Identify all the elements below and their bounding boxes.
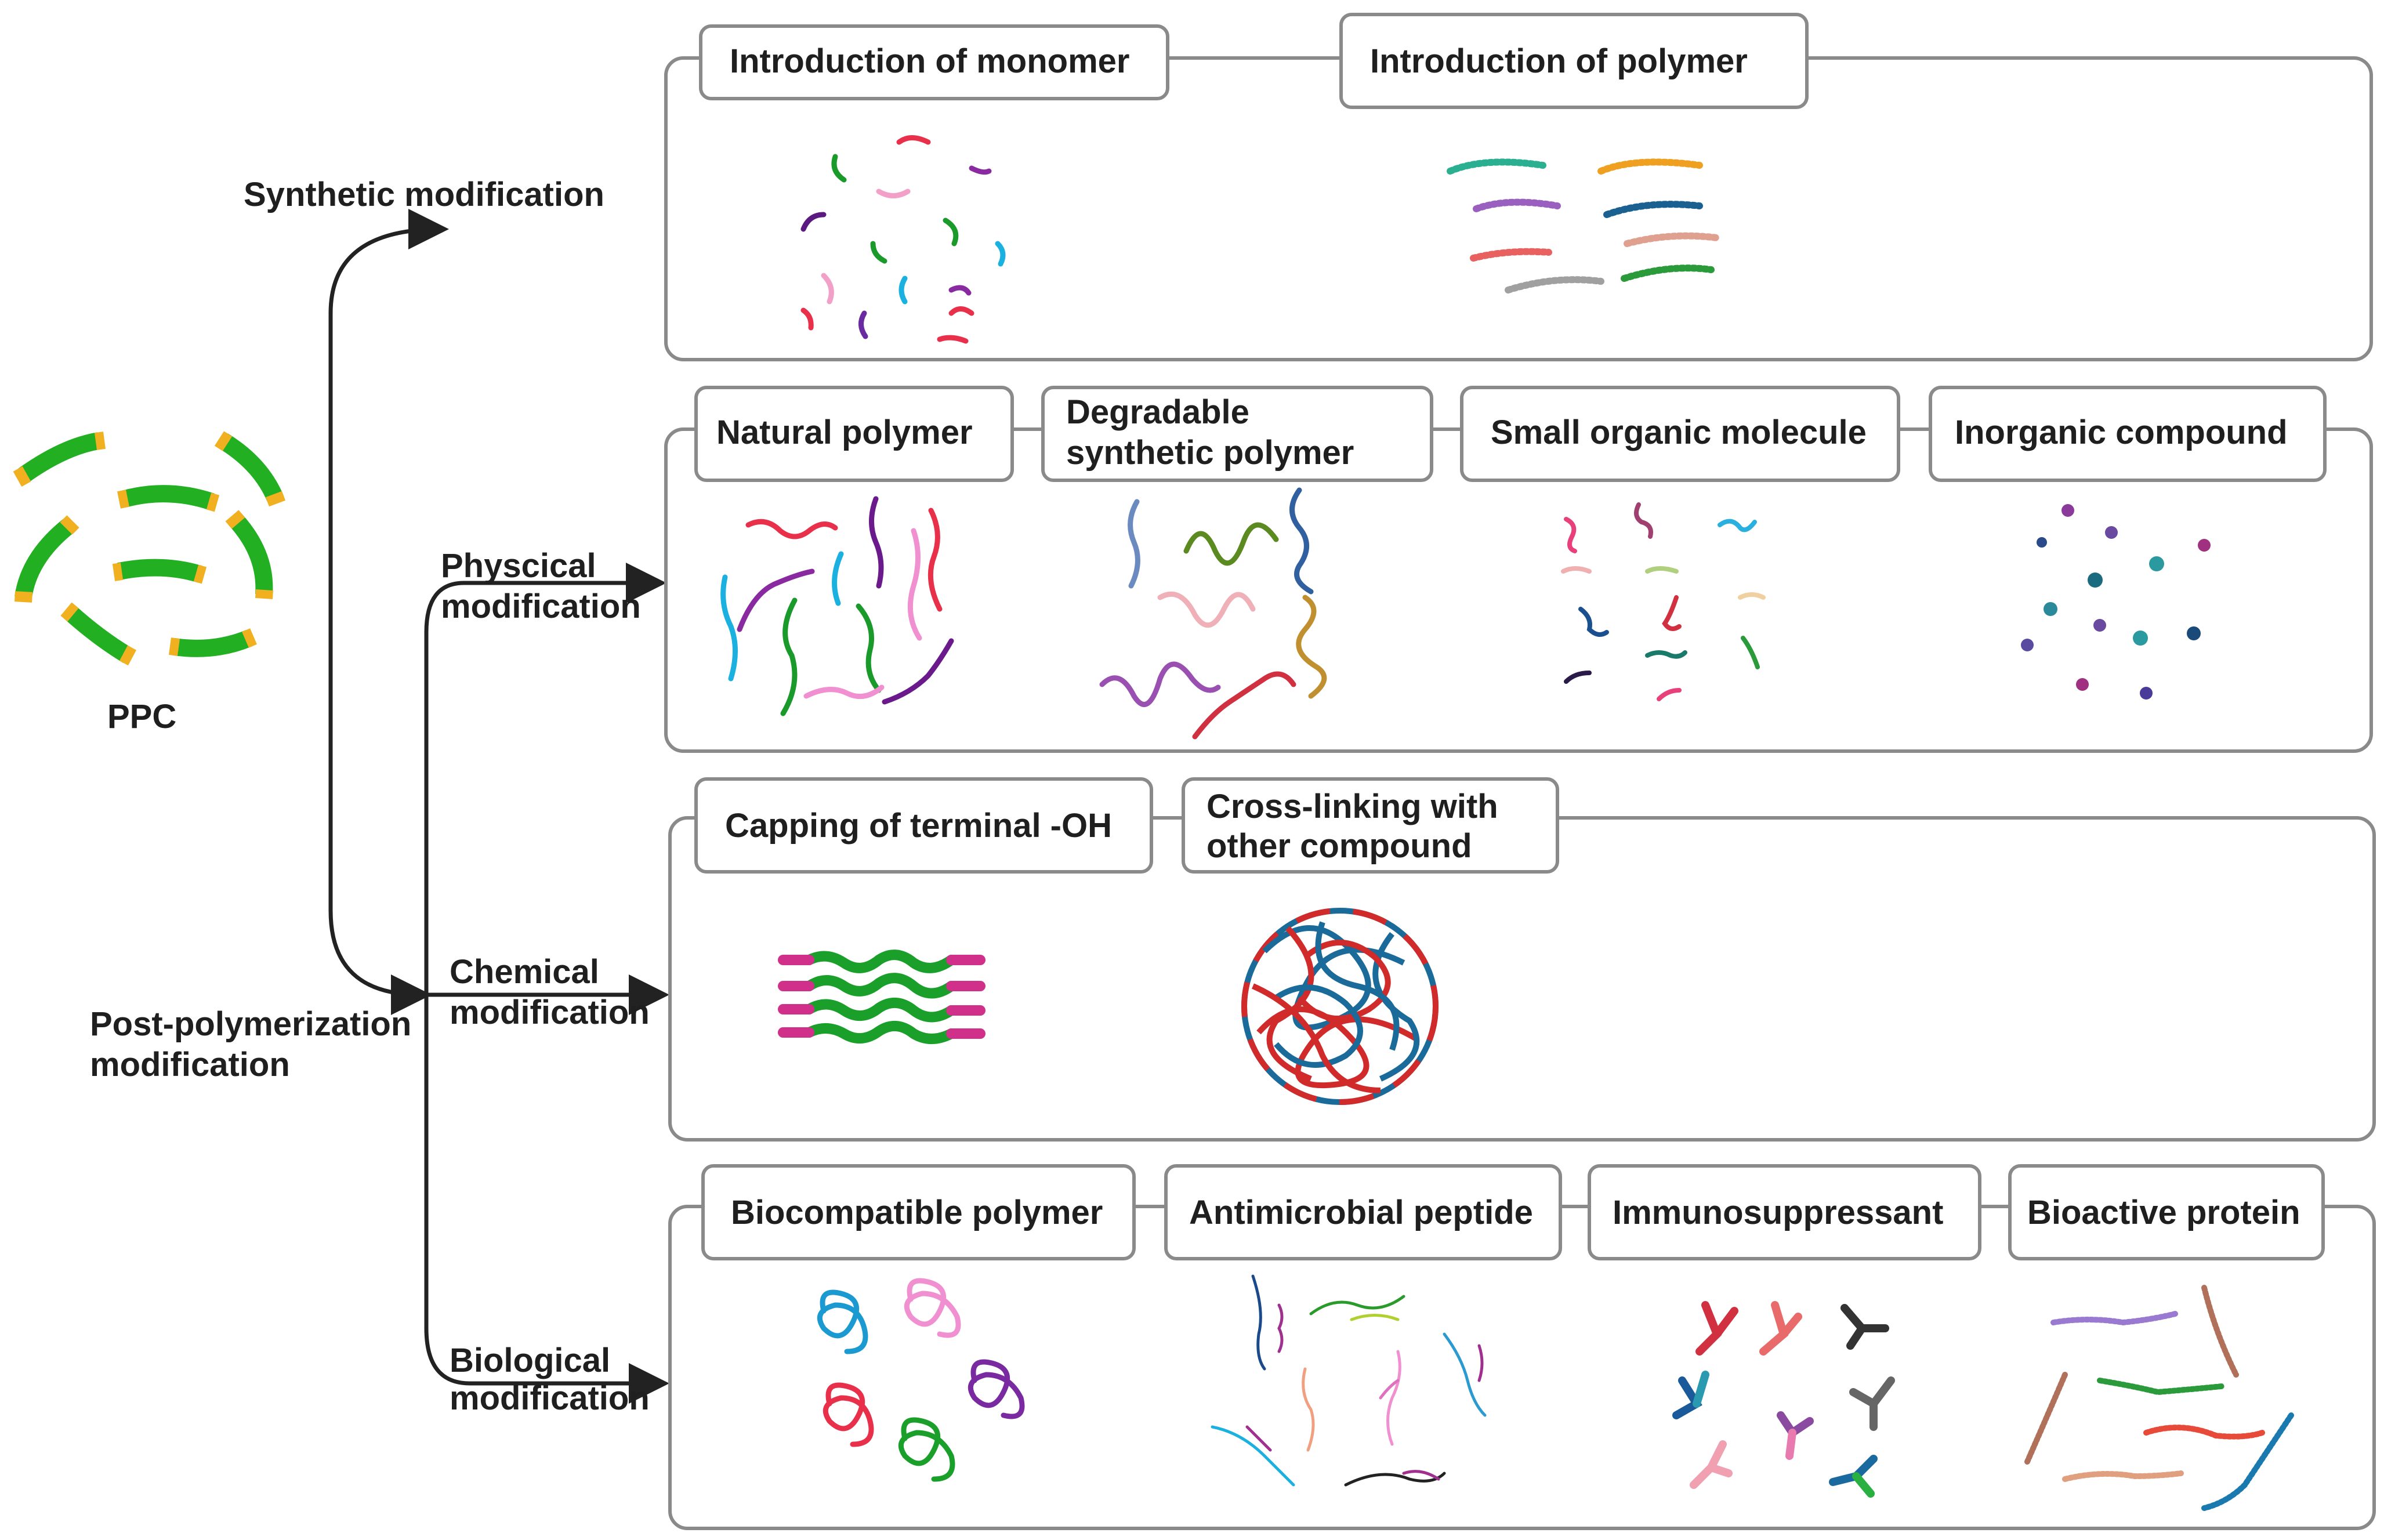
biological-modification-label-line2: modification	[450, 1379, 650, 1417]
natural-polymer-illustration	[720, 496, 954, 716]
chemical-modification-label-line2: modification	[450, 994, 650, 1031]
chemical-panel: Capping of terminal -OH Cross-linking wi…	[668, 777, 2376, 1142]
immunosuppressant-illustration	[1672, 1301, 1895, 1498]
small-organic-molecule-illustration	[1561, 502, 1766, 701]
antimicrobial-peptide-illustration	[1211, 1274, 1487, 1487]
bioactive-protein-label: Bioactive protein	[2027, 1194, 2300, 1231]
natural-polymer-label: Natural polymer	[716, 414, 973, 451]
inorganic-compound-illustration	[2021, 504, 2211, 700]
inorganic-compound-label: Inorganic compound	[1955, 414, 2288, 451]
crosslinking-label-line2: other compound	[1207, 827, 1472, 865]
chemical-modification-label-line1: Chemical	[450, 953, 599, 991]
bioactive-protein-illustration	[2024, 1285, 2294, 1511]
monomer-illustration	[800, 135, 1006, 344]
post-polymerization-label-line1: Post-polymerization	[90, 1005, 411, 1043]
ppc-illustration	[13, 431, 286, 666]
degradable-polymer-illustration	[1099, 487, 1327, 740]
introduction-of-monomer-label: Introduction of monomer	[730, 42, 1130, 80]
capping-illustration	[778, 950, 986, 1044]
synthetic-modification-label: Synthetic modification	[244, 176, 604, 213]
biological-panel: Biocompatible polymer Antimicrobial pept…	[668, 1164, 2376, 1530]
physical-modification-label-line1: Physcical	[441, 547, 596, 585]
post-polymerization-label-line2: modification	[90, 1046, 290, 1084]
biocompatible-polymer-illustration	[817, 1278, 1025, 1482]
capping-label: Capping of terminal -OH	[725, 807, 1112, 845]
biological-modification-label-line1: Biological	[450, 1342, 610, 1379]
biocompatible-polymer-label: Biocompatible polymer	[731, 1194, 1103, 1231]
ppc-label: PPC	[107, 698, 176, 735]
physical-modification-label-line2: modification	[441, 588, 641, 625]
flow-arrows	[328, 209, 669, 1404]
small-organic-molecule-label: Small organic molecule	[1491, 414, 1867, 451]
crosslinking-illustration	[1241, 908, 1439, 1105]
antimicrobial-peptide-label: Antimicrobial peptide	[1189, 1194, 1533, 1231]
crosslinking-label-line1: Cross-linking with	[1207, 788, 1498, 825]
degradable-label-line2: synthetic polymer	[1066, 434, 1354, 472]
degradable-label-line1: Degradable	[1066, 393, 1249, 431]
polymer-illustration	[1447, 158, 1720, 293]
synthetic-panel: Introduction of monomer Introduction of …	[664, 13, 2373, 361]
immunosuppressant-label: Immunosuppressant	[1613, 1194, 1943, 1231]
physical-panel: Natural polymer Degradable synthetic pol…	[664, 386, 2373, 753]
introduction-of-polymer-label: Introduction of polymer	[1370, 42, 1748, 80]
